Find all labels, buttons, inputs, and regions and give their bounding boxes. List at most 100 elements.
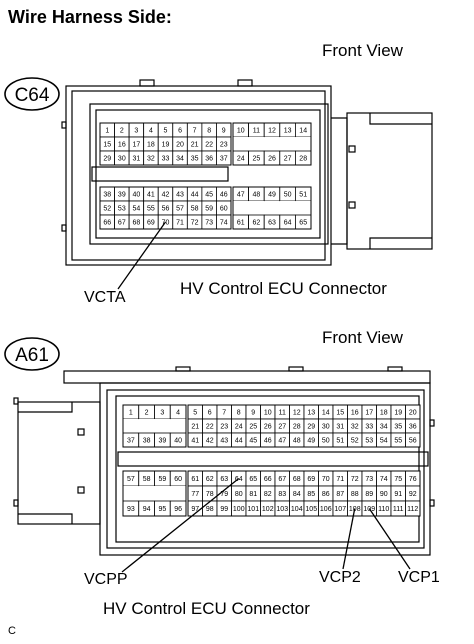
a61-pin-11: 11 [274,404,290,420]
c64-pin-68: 68 [128,214,145,230]
a61-pin-28: 28 [289,418,305,434]
a61-pin-label: 36 [409,424,417,431]
a61-pin-label: 4 [176,410,180,417]
a61-pin-label: 18 [380,410,388,417]
a61-pin-label: 104 [291,506,303,513]
a61-pin-16: 16 [347,404,363,420]
a61-pin-101: 101 [245,500,261,517]
a61-pin-label: 69 [307,476,315,483]
a61-pin-label: 90 [380,491,388,498]
c64-pin-71: 71 [172,214,188,230]
c64-pin-30: 30 [114,150,130,166]
c64-pin-label: 73 [205,220,213,227]
c64-pin-label: 66 [103,220,111,227]
c64-pin-74: 74 [216,214,232,230]
c64-pin-label: 64 [284,220,292,227]
a61-pin-23: 23 [216,418,232,434]
c64-pin-label: 7 [193,128,197,135]
c64-pin-44: 44 [186,186,203,202]
a61-pin-110: 110 [376,500,392,517]
c64-pin-41: 41 [143,186,159,202]
a61-pin-100: 100 [231,500,247,517]
c64-pin-16: 16 [114,136,130,152]
c64-pin-label: 49 [268,192,276,199]
a61-leader-vcpp [121,477,240,573]
c64-pin-40: 40 [128,186,145,202]
c64-pin-label: 5 [164,128,168,135]
c64-pin-56: 56 [157,200,174,216]
a61-pin-14: 14 [318,404,334,420]
a61-pin-78: 78 [202,485,218,502]
a61-pin-21: 21 [187,418,203,434]
a61-pin-label: 17 [365,410,373,417]
c64-pin-label: 40 [132,192,140,199]
c64-empty-cell [295,137,311,151]
a61-pin-104: 104 [289,500,305,517]
c64-pin-label: 25 [253,156,261,163]
page-title: Wire Harness Side: [8,7,172,27]
a61-pin-label: 60 [174,476,182,483]
a61-id-badge: A61 [4,337,60,371]
c64-pin-8: 8 [201,122,217,138]
a61-pin-label: 106 [320,506,332,513]
a61-pin-label: 2 [145,410,149,417]
a61-callout-vcp1: VCP1 [398,569,440,586]
a61-empty-cell [123,419,139,433]
c64-pin-53: 53 [114,200,130,216]
a61-pin-63: 63 [216,470,232,487]
c64-pin-6: 6 [172,122,188,138]
a61-leader-vcp1 [368,508,411,570]
c64-pin-47: 47 [232,186,250,202]
a61-pin-label: 5 [193,410,197,417]
a61-pin-15: 15 [332,404,348,420]
a61-pin-label: 16 [351,410,359,417]
c64-pin-63: 63 [263,214,281,230]
a61-pin-label: 32 [351,424,359,431]
a61-pin-label: 8 [237,410,241,417]
c64-pin-label: 37 [220,156,228,163]
c64-pin-15: 15 [99,136,115,152]
c64-pin-3: 3 [128,122,145,138]
c64-pin-5: 5 [157,122,174,138]
a61-pin-18: 18 [376,404,392,420]
c64-pin-label: 46 [220,192,228,199]
c64-empty-cell [233,201,249,215]
a61-pin-95: 95 [154,500,171,517]
c64-callout-vcta: VCTA [84,289,126,306]
c64-empty-cell [248,201,265,215]
c64-pin-72: 72 [186,214,203,230]
a61-pin-label: 76 [409,476,417,483]
c64-pin-label: 4 [149,128,153,135]
c64-pin-label: 15 [103,142,111,149]
a61-pin-label: 59 [158,476,166,483]
c64-pin-20: 20 [172,136,188,152]
a61-pin-26: 26 [260,418,276,434]
c64-pin-28: 28 [294,150,312,166]
a61-pin-17: 17 [361,404,377,420]
a61-pin-label: 105 [305,506,317,513]
a61-pin-105: 105 [303,500,319,517]
c64-pin-label: 39 [118,192,126,199]
a61-pin-label: 75 [394,476,402,483]
c64-pin-29: 29 [99,150,115,166]
a61-pin-68: 68 [289,470,305,487]
c64-empty-cell [248,137,265,151]
a61-pin-label: 81 [249,491,257,498]
c64-pin-label: 31 [132,156,140,163]
c64-pin-1: 1 [99,122,115,138]
a61-pin-label: 6 [208,410,212,417]
c64-empty-cell [279,137,296,151]
a61-callout-vcp2: VCP2 [319,569,361,586]
c64-pin-label: 72 [191,220,199,227]
a61-pin-5: 5 [187,404,203,420]
a61-pin-85: 85 [303,485,319,502]
a61-pin-37: 37 [122,432,140,448]
a61-pin-label: 56 [409,438,417,445]
a61-pin-label: 88 [351,491,359,498]
a61-pin-93: 93 [122,500,140,517]
a61-pin-label: 41 [191,438,199,445]
c64-pin-label: 17 [132,142,140,149]
c64-pin-19: 19 [157,136,174,152]
c64-pin-label: 18 [147,142,155,149]
